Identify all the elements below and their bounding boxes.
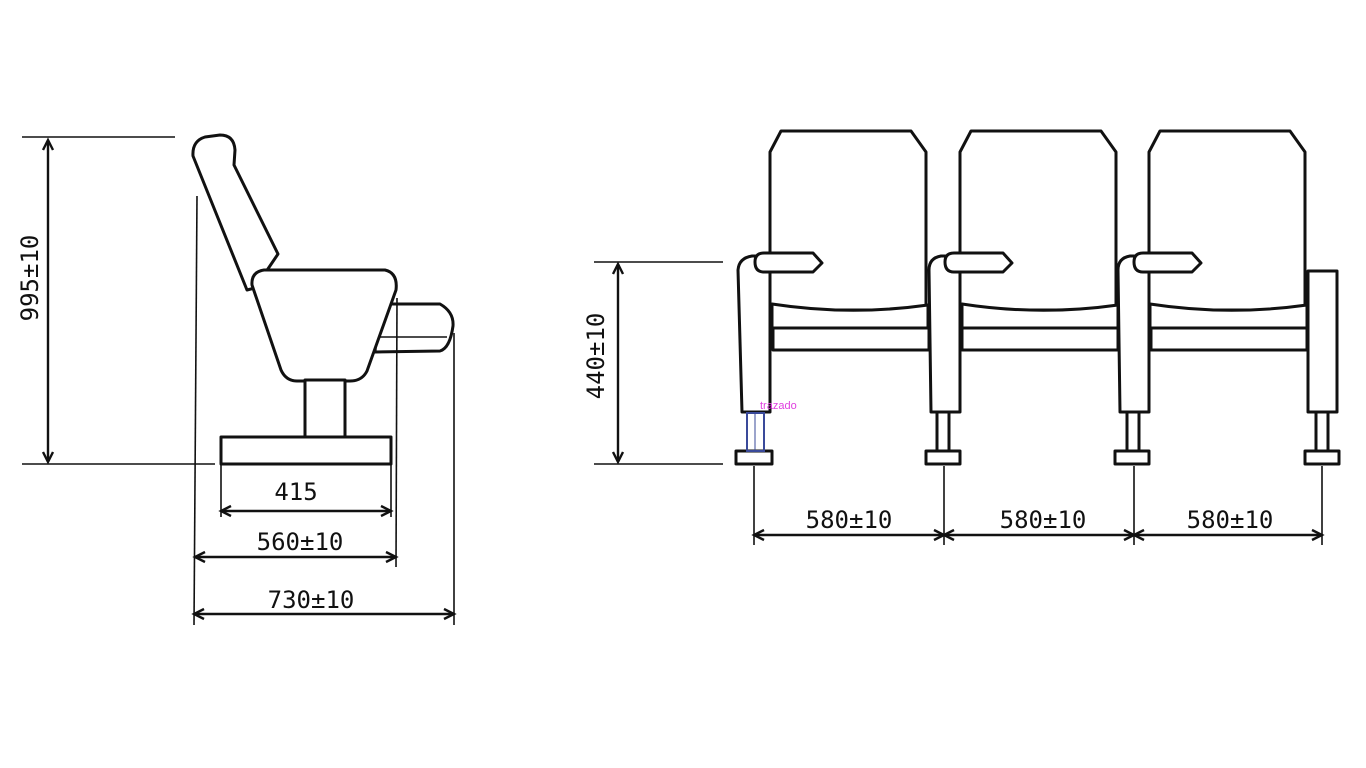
standard-2 [924, 254, 962, 466]
seat-2-backrest [958, 129, 1118, 312]
standard-4-body [1306, 269, 1339, 414]
selected-leg-outline[interactable] [746, 412, 765, 452]
side-base-plate [219, 435, 393, 466]
standard-3 [1113, 254, 1151, 466]
side-seat-cushion [250, 268, 398, 383]
seat-pitch-label-3: 580±10 [1187, 506, 1274, 534]
standard-3-body [1116, 254, 1151, 414]
standard-1 [734, 254, 774, 466]
seat-1-backrest [768, 129, 928, 312]
armrest-1 [753, 251, 824, 274]
seat-row: trazado [734, 129, 1341, 466]
seat-1-rail [771, 326, 931, 352]
front-view: 440±10 [582, 129, 1341, 545]
side-armrest [373, 302, 455, 354]
seat-depth-label: 560±10 [257, 528, 344, 556]
standard-1-foot [734, 449, 774, 466]
seat-height-label: 440±10 [582, 313, 610, 400]
side-chair [191, 133, 455, 466]
seat-2 [958, 129, 1120, 352]
side-width-dimensions: 415 560±10 730±10 [191, 195, 457, 626]
height-dimension: 995±10 [16, 136, 215, 465]
armrest-2 [943, 251, 1014, 274]
standard-4-post [1314, 410, 1330, 454]
seat-pitch-label-1: 580±10 [806, 506, 893, 534]
seat-pitch-dimensions: 580±10 580±10 580±10 [751, 466, 1325, 545]
seat-3 [1147, 129, 1309, 352]
seat-2-rail [960, 326, 1120, 352]
seat-height-dimension: 440±10 [582, 261, 723, 465]
standard-1-body [736, 254, 772, 414]
standard-2-body [927, 254, 962, 414]
seat-3-rail [1149, 326, 1309, 352]
seat-1 [768, 129, 931, 352]
side-backrest [191, 133, 280, 292]
armrest-3 [1132, 251, 1203, 274]
standard-2-foot [924, 449, 962, 466]
seat-pitch-label-2: 580±10 [1000, 506, 1087, 534]
selection-label: trazado [760, 400, 797, 412]
standard-4 [1303, 269, 1341, 466]
standard-3-post [1125, 410, 1141, 454]
side-view: 995±10 415 [16, 133, 457, 626]
seat-3-backrest [1147, 129, 1307, 312]
standard-2-post [935, 410, 951, 454]
standard-4-foot [1303, 449, 1341, 466]
overall-depth-label: 730±10 [268, 586, 355, 614]
height-label: 995±10 [16, 235, 44, 322]
standard-3-foot [1113, 449, 1151, 466]
base-width-label: 415 [274, 478, 317, 506]
side-pedestal [303, 378, 347, 440]
